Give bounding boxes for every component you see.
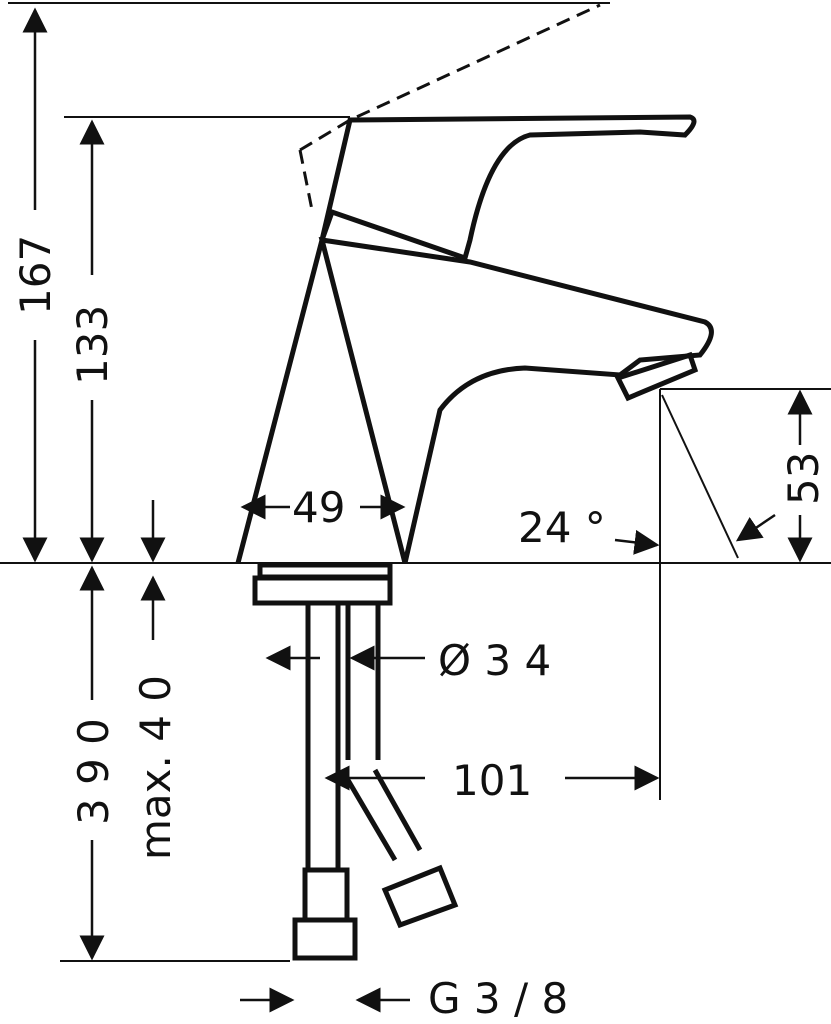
dim-133: 133 [68, 305, 117, 385]
dim-max-40: max. 4 0 [131, 675, 180, 860]
faucet-body [235, 114, 714, 564]
base-mount [252, 562, 459, 961]
lever-open-position [299, 3, 601, 152]
dim-53: 53 [779, 452, 828, 505]
dim-390: 3 9 0 [69, 718, 118, 825]
dim-24-degrees: 24 ° [518, 503, 606, 552]
dim-g38: G 3 / 8 [428, 974, 568, 1023]
dim-101: 101 [452, 756, 532, 805]
dim-diameter-34: Ø 3 4 [438, 636, 551, 685]
dim-49: 49 [292, 483, 345, 532]
dim-167: 167 [11, 235, 60, 315]
